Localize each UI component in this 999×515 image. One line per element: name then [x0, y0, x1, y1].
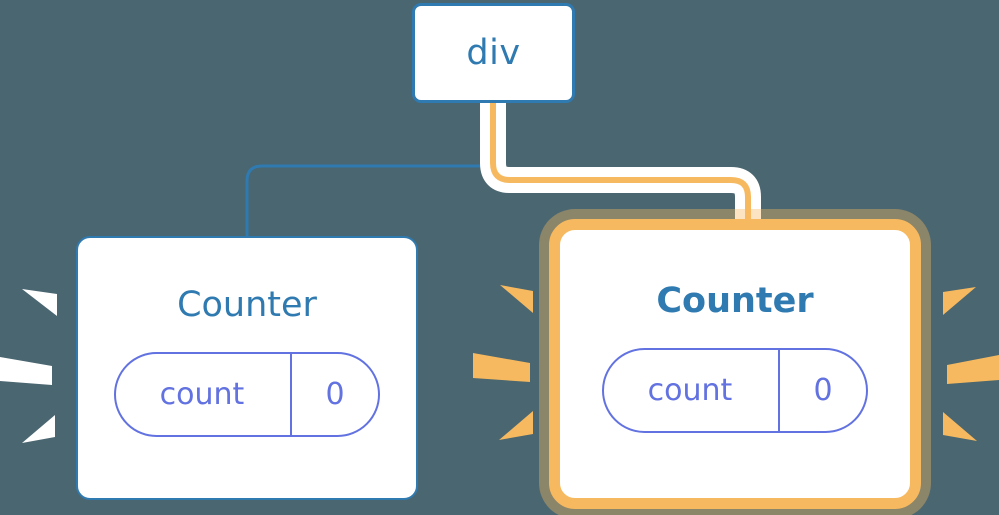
counter-left-prop-pill: count 0	[114, 352, 380, 437]
counter-left-title: Counter	[177, 285, 317, 325]
node-counter-left[interactable]: Counter count 0	[76, 236, 418, 500]
counter-right-prop-value: 0	[778, 350, 866, 431]
counter-right-prop-pill: count 0	[602, 348, 868, 433]
counter-left-prop-value: 0	[290, 354, 378, 435]
node-div-label: div	[466, 32, 521, 73]
node-counter-right[interactable]: Counter count 0	[549, 219, 921, 509]
edge-div-to-counter-right-halo	[480, 103, 761, 232]
counter-right-title: Counter	[656, 281, 814, 321]
edge-div-to-counter-left	[245, 103, 495, 238]
counter-left-prop-key: count	[159, 376, 245, 412]
node-div[interactable]: div	[412, 3, 575, 103]
edge-div-to-counter-right	[490, 103, 751, 232]
counter-right-prop-key: count	[647, 372, 733, 408]
